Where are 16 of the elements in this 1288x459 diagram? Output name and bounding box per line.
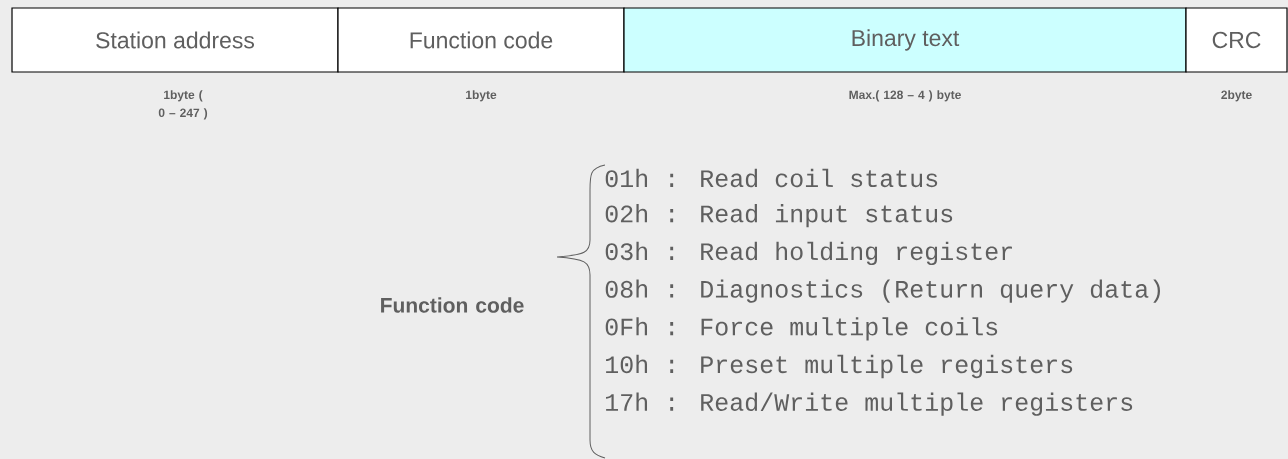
function-item: 01h : Read coil status xyxy=(605,168,938,188)
function-item: 10h : Preset multiple registers xyxy=(606,354,1073,379)
field-box: Binary text xyxy=(623,7,1187,73)
byte-size: 1byte ( 0 – 247 ) xyxy=(158,90,208,120)
function-item: 08h : Diagnostics (Return query data) xyxy=(605,279,1160,303)
function-item: 03h : Read holding register xyxy=(605,241,1012,266)
function-item: 0Fh : Force multiple coils xyxy=(605,317,998,341)
byte-size: 2byte xyxy=(1221,90,1252,102)
field-box: Station address xyxy=(11,7,339,73)
function-item: 02h : Read input status xyxy=(605,204,953,228)
function-item: 17h : Read/Write multiple registers xyxy=(606,392,1133,416)
field-box: CRC xyxy=(1185,7,1288,73)
byte-size: 1byte xyxy=(466,90,497,102)
byte-size: Max.( 128 – 4 ) byte xyxy=(849,90,961,102)
heading: Function code xyxy=(381,297,524,313)
field-box: Function code xyxy=(337,7,625,73)
